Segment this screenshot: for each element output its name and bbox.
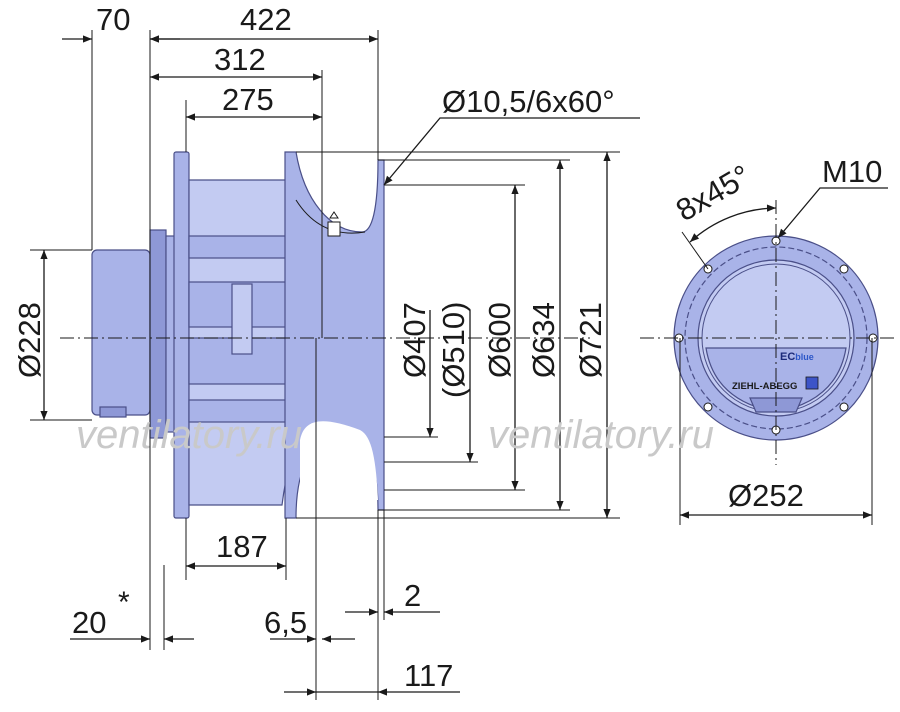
dim-70: 70	[96, 2, 130, 37]
motor-body	[91, 249, 151, 416]
dim-2: 2	[404, 578, 421, 613]
dim-dia-634: Ø634	[526, 302, 561, 378]
dim-dia-510: (Ø510)	[436, 302, 471, 398]
side-extension-lines	[30, 30, 620, 700]
dim-hole-spec: Ø10,5/6x60°	[442, 84, 615, 119]
dim-dia-407: Ø407	[397, 302, 432, 378]
dim-275: 275	[222, 82, 274, 117]
dim-dia-252: Ø252	[728, 478, 804, 513]
dim-20-asterisk: *	[118, 586, 130, 619]
bolt-hole-icon	[839, 264, 849, 274]
watermark-left: ventilatory.ru	[76, 413, 302, 457]
dim-20: 20	[72, 605, 106, 640]
dim-m10: M10	[822, 154, 882, 189]
side-dimensions: 70 422 312 275 Ø228 Ø10,5/6x60° Ø407 (Ø5…	[12, 2, 640, 696]
dim-117: 117	[404, 658, 453, 693]
dim-dia-228: Ø228	[12, 302, 47, 378]
dim-dia-600: Ø600	[482, 302, 517, 378]
motor-foot	[99, 406, 127, 418]
ziehl-abegg-logo-text: ZIEHL-ABEGG	[732, 381, 797, 392]
ec-label: ECblue	[780, 351, 814, 363]
dim-312: 312	[214, 42, 266, 77]
dim-187: 187	[216, 529, 268, 564]
fan-side-view	[91, 151, 385, 519]
blade-band-top	[188, 235, 290, 259]
ziehl-abegg-logo-icon	[805, 376, 819, 390]
cable-gland-icon	[327, 211, 341, 237]
bolt-hole-icon	[839, 402, 849, 412]
bolt-hole-icon	[703, 402, 713, 412]
dim-6-5: 6,5	[264, 605, 307, 640]
mounting-plate	[149, 229, 167, 439]
dim-8x45: 8x45°	[670, 158, 756, 228]
dim-422: 422	[240, 2, 292, 37]
hub-center	[231, 283, 253, 355]
dim-dia-721: Ø721	[573, 302, 608, 378]
back-disc	[173, 151, 190, 519]
watermark-right: ventilatory.ru	[488, 413, 714, 457]
